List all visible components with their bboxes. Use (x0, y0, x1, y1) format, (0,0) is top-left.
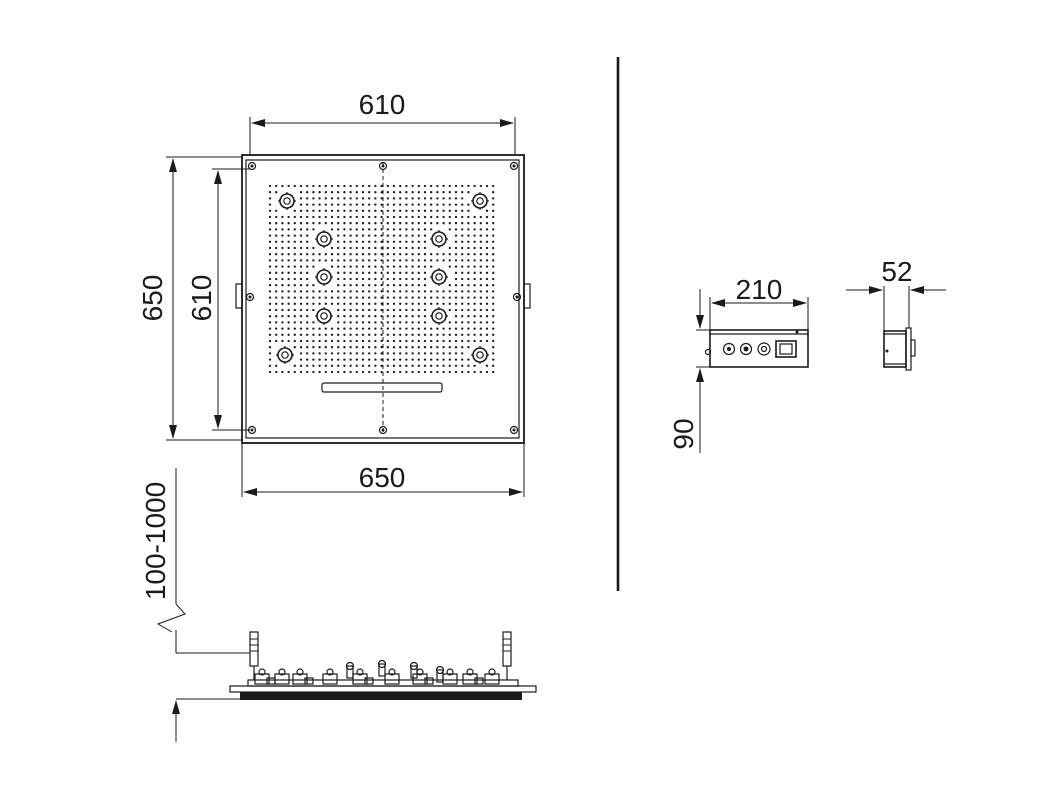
dim-box-width-label: 210 (736, 274, 783, 305)
dimension-inner-height: 610 (186, 168, 250, 431)
body-jet (276, 346, 294, 364)
mounting-screw (245, 292, 255, 302)
mounting-screw (509, 425, 519, 435)
mounting-screw (512, 292, 522, 302)
waterfall-outlet (321, 382, 443, 393)
dimension-drop-range: 100-1000 (140, 468, 250, 742)
body-jet (315, 307, 333, 325)
ceiling-hanger-right (502, 631, 512, 680)
dim-drop-range-label: 100-1000 (140, 482, 171, 600)
nozzle-grid (268, 184, 495, 374)
dimension-box-depth: 52 (846, 256, 946, 331)
mounting-screw (509, 161, 519, 171)
ceiling-hanger-left (249, 631, 259, 680)
body-jet (471, 346, 489, 364)
shower-panel-top-view (235, 154, 531, 444)
dimension-box-width: 210 (709, 274, 809, 330)
dimension-top-width: 610 (249, 89, 516, 155)
dim-box-depth-label: 52 (881, 256, 912, 287)
dim-top-width-label: 610 (359, 89, 406, 120)
dimension-bottom-width: 650 (241, 443, 525, 497)
body-jet (315, 230, 333, 248)
body-jet (278, 192, 296, 210)
body-jet (315, 268, 333, 286)
dimension-box-height: 90 (668, 289, 710, 453)
body-jet (430, 230, 448, 248)
shower-panel-side-view (229, 631, 537, 700)
mounting-screw (378, 425, 388, 435)
control-box-side-view (883, 327, 916, 371)
dim-outer-height-label: 650 (137, 275, 168, 322)
body-jet (430, 307, 448, 325)
mounting-screw (247, 161, 257, 171)
mounting-screw (378, 161, 388, 171)
body-jet (471, 192, 489, 210)
dim-box-height-label: 90 (668, 418, 699, 449)
dimension-outer-height: 650 (137, 156, 242, 441)
dim-inner-height-label: 610 (186, 275, 217, 322)
dim-bottom-width-label: 650 (359, 462, 406, 493)
control-box-front-view (704, 329, 809, 368)
body-jet (430, 268, 448, 286)
